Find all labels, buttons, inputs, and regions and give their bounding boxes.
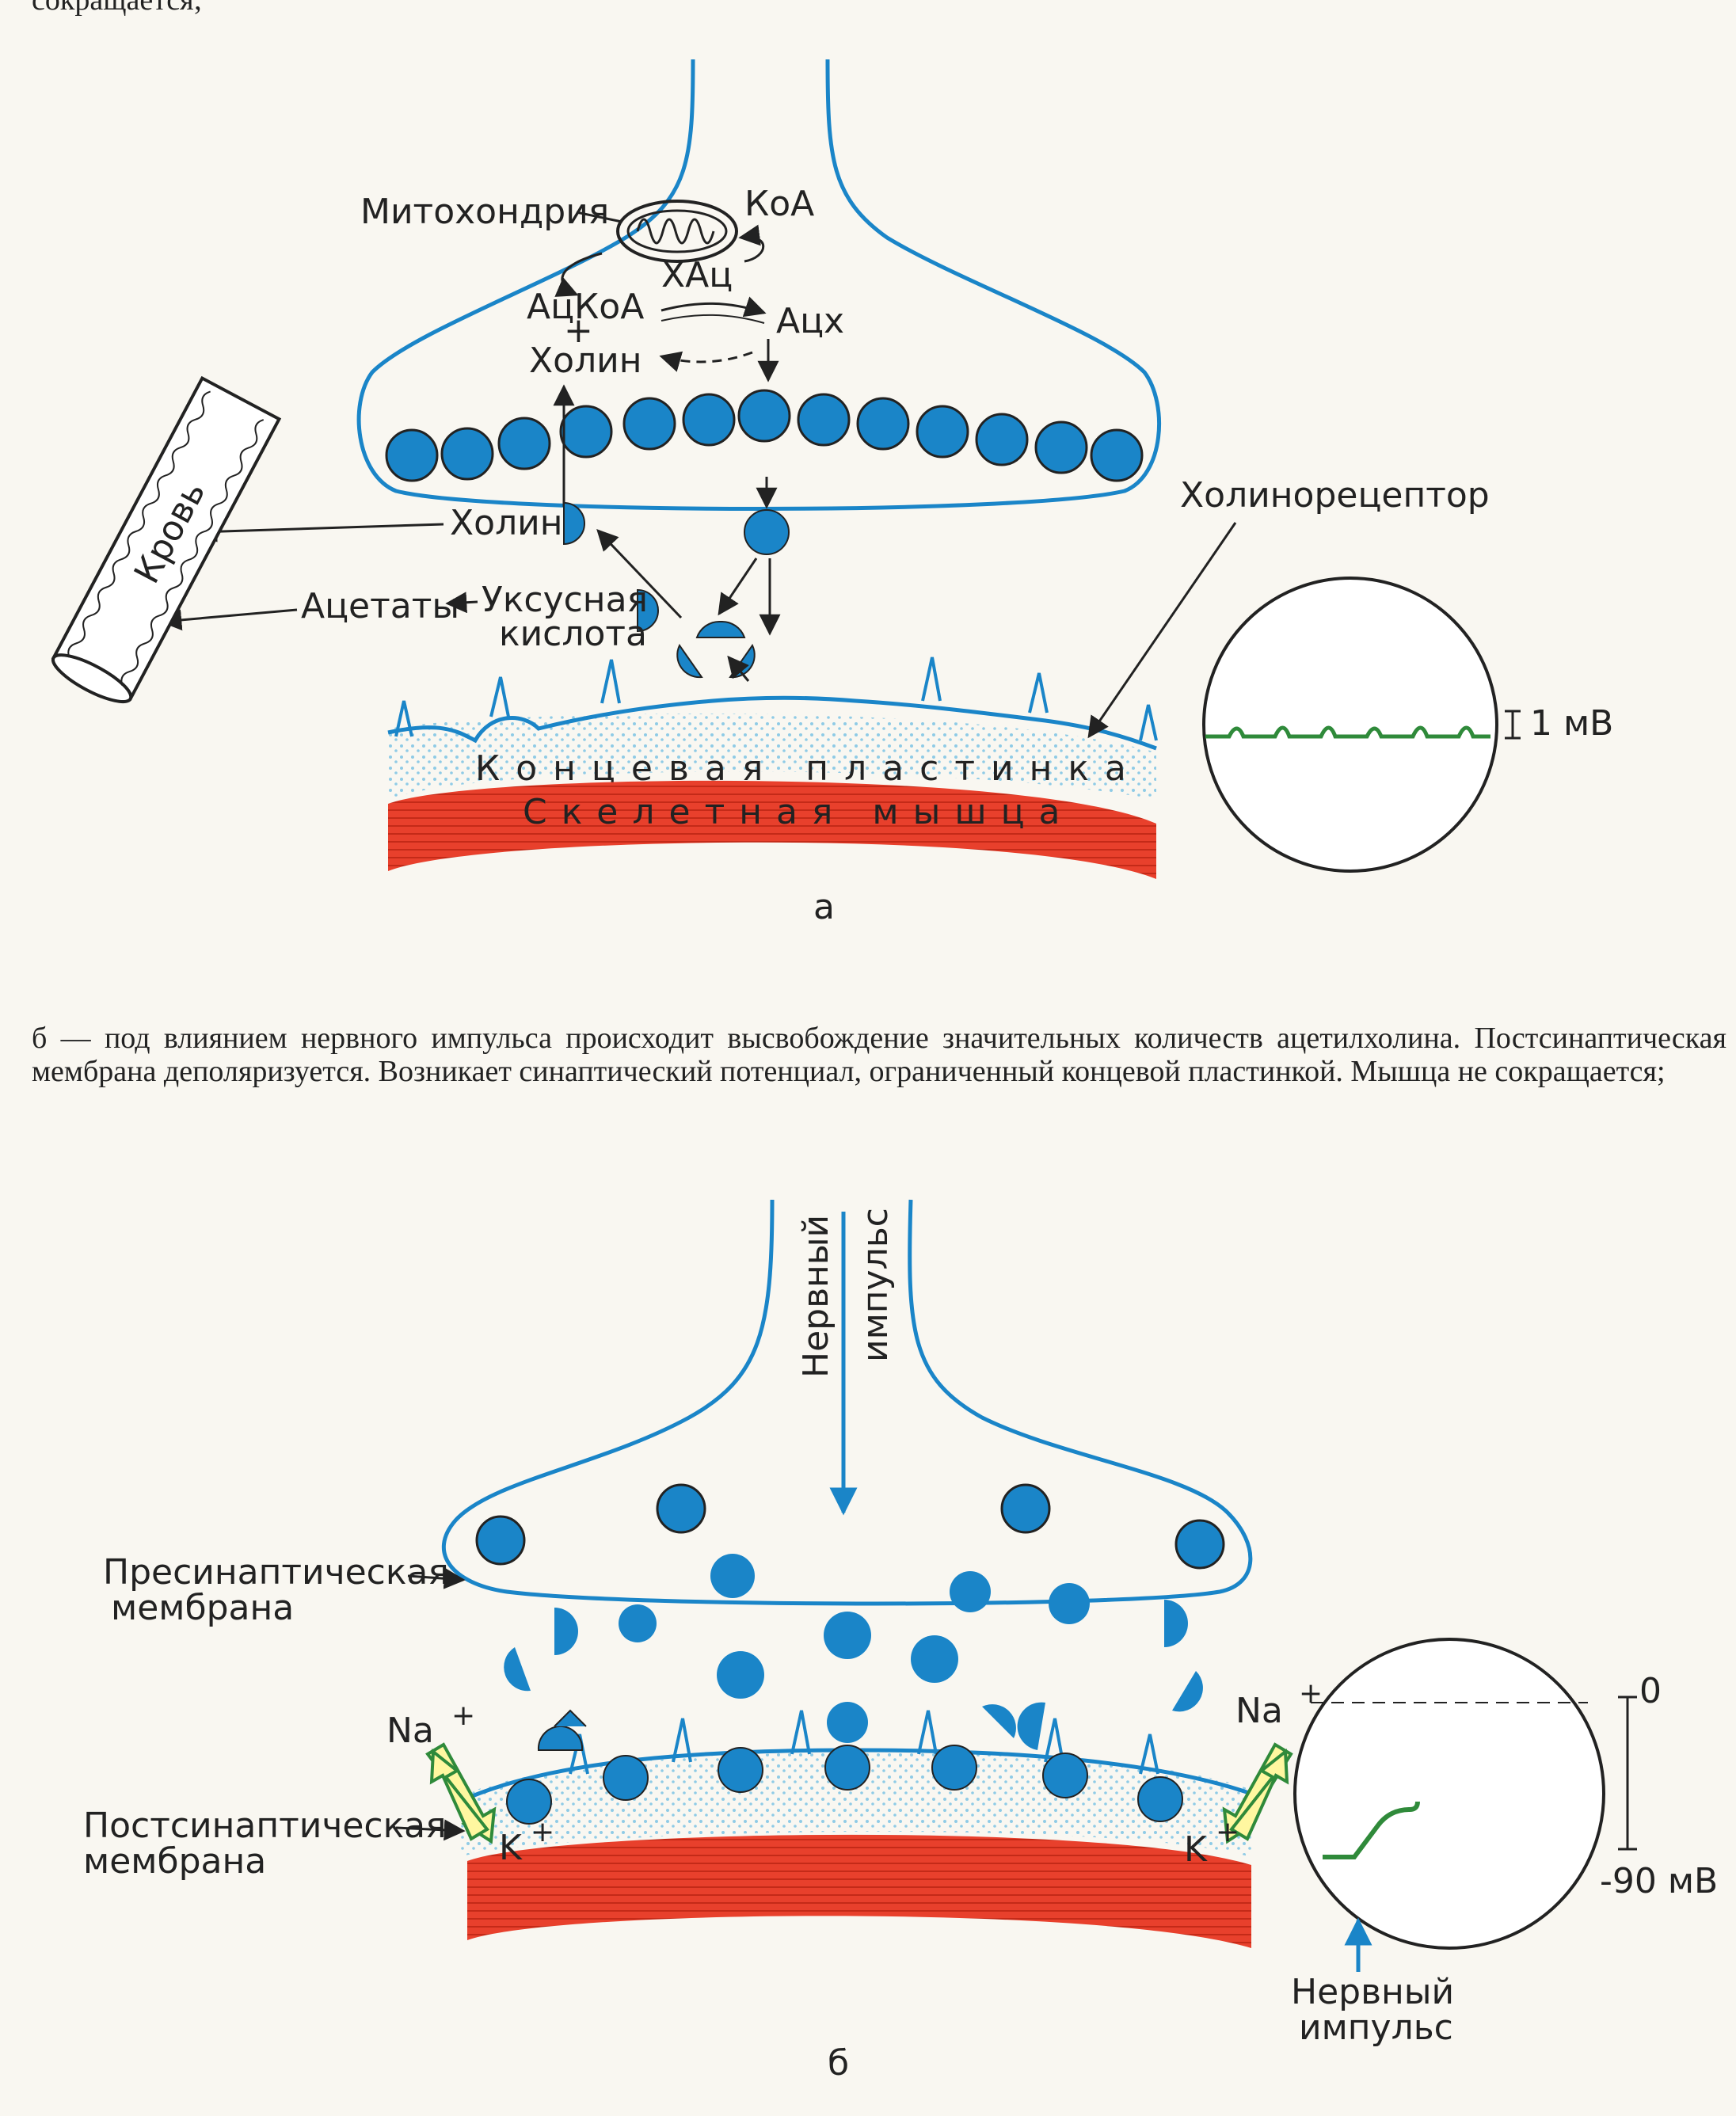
oscilloscope-a bbox=[1202, 577, 1498, 873]
caption-a: а bbox=[813, 887, 835, 927]
label-na-right-sup: + bbox=[1299, 1677, 1323, 1710]
oscilloscope-b bbox=[1293, 1638, 1605, 1950]
label-k-left-sup: + bbox=[531, 1816, 554, 1848]
ion-channel-right bbox=[1222, 1742, 1293, 1844]
label-koa: КоА bbox=[744, 184, 814, 224]
vesicle-row-a bbox=[385, 389, 1144, 482]
label-choline-out: Холин bbox=[450, 503, 563, 543]
trace-a bbox=[1205, 725, 1490, 739]
label-acetates: Ацетаты bbox=[301, 586, 459, 626]
label-acetic1: Уксусная bbox=[482, 580, 648, 620]
docked-vesicles-b bbox=[475, 1483, 1225, 1570]
label-na-left-sup: + bbox=[451, 1699, 475, 1732]
label-presyn1: Пресинаптическая bbox=[103, 1552, 449, 1593]
label-zero: 0 bbox=[1639, 1671, 1662, 1711]
label-na-left: Na bbox=[386, 1711, 434, 1751]
label-k-right: K bbox=[1184, 1829, 1208, 1870]
label-presyn2: мембрана bbox=[111, 1588, 294, 1628]
label-impulse1: Нервный bbox=[796, 1215, 836, 1378]
label-k-right-sup: + bbox=[1216, 1816, 1239, 1848]
label-ackoa: АцКоА bbox=[527, 287, 644, 327]
panel-a: Митохондрия КоА ХАц АцКоА + Холин Ацх Хо… bbox=[51, 59, 1613, 927]
label-postsyn1: Постсинаптическая bbox=[83, 1806, 447, 1846]
label-plus: + bbox=[564, 310, 593, 351]
ion-channel-left bbox=[425, 1742, 497, 1844]
label-na-right: Na bbox=[1235, 1691, 1283, 1731]
label-chac: ХАц bbox=[661, 255, 733, 295]
panel-b: Нервный импульс Пресинаптическая мембран… bbox=[83, 1199, 1718, 2084]
muscle-a bbox=[388, 780, 1156, 879]
label-impulse-bottom1: Нервный bbox=[1291, 1972, 1454, 2012]
label-choline-in: Холин bbox=[529, 341, 642, 381]
trace-b bbox=[1323, 1801, 1420, 1859]
muscle-b bbox=[467, 1834, 1251, 1948]
label-acetic2: кислота bbox=[499, 614, 647, 654]
label-mitochondria: Митохондрия bbox=[360, 192, 609, 232]
receptor-spikes-a bbox=[394, 656, 1158, 741]
bound-ach-b bbox=[506, 1745, 1183, 1825]
top-fragment-text: сокращается; bbox=[32, 0, 203, 17]
endplate-a bbox=[388, 714, 1156, 800]
enzyme-b bbox=[537, 1709, 587, 1751]
label-muscle: Скелетная мышца bbox=[523, 792, 1075, 832]
presynaptic-terminal-b bbox=[441, 1199, 1253, 1606]
label-impulse2: импульс bbox=[855, 1208, 896, 1362]
label-minus90: -90 мВ bbox=[1600, 1861, 1718, 1901]
label-impulse-bottom2: импульс bbox=[1299, 2008, 1453, 2048]
label-scale-1mv: 1 мВ bbox=[1530, 703, 1613, 744]
mitochondrion-icon bbox=[616, 200, 738, 263]
paragraph-b: б — под влиянием нервного импульса проис… bbox=[32, 1022, 1726, 1088]
blood-vessel-icon: Кровь bbox=[51, 375, 282, 704]
receptor-spikes-b bbox=[569, 1710, 1159, 1775]
label-cholinoreceptor: Холинорецептор bbox=[1180, 475, 1490, 516]
label-postsyn2: мембрана bbox=[83, 1841, 266, 1882]
released-ach-b bbox=[504, 1554, 1203, 1750]
caption-b: б bbox=[828, 2043, 849, 2084]
label-ach: Ацх bbox=[776, 301, 844, 341]
label-k-left: K bbox=[499, 1828, 523, 1868]
